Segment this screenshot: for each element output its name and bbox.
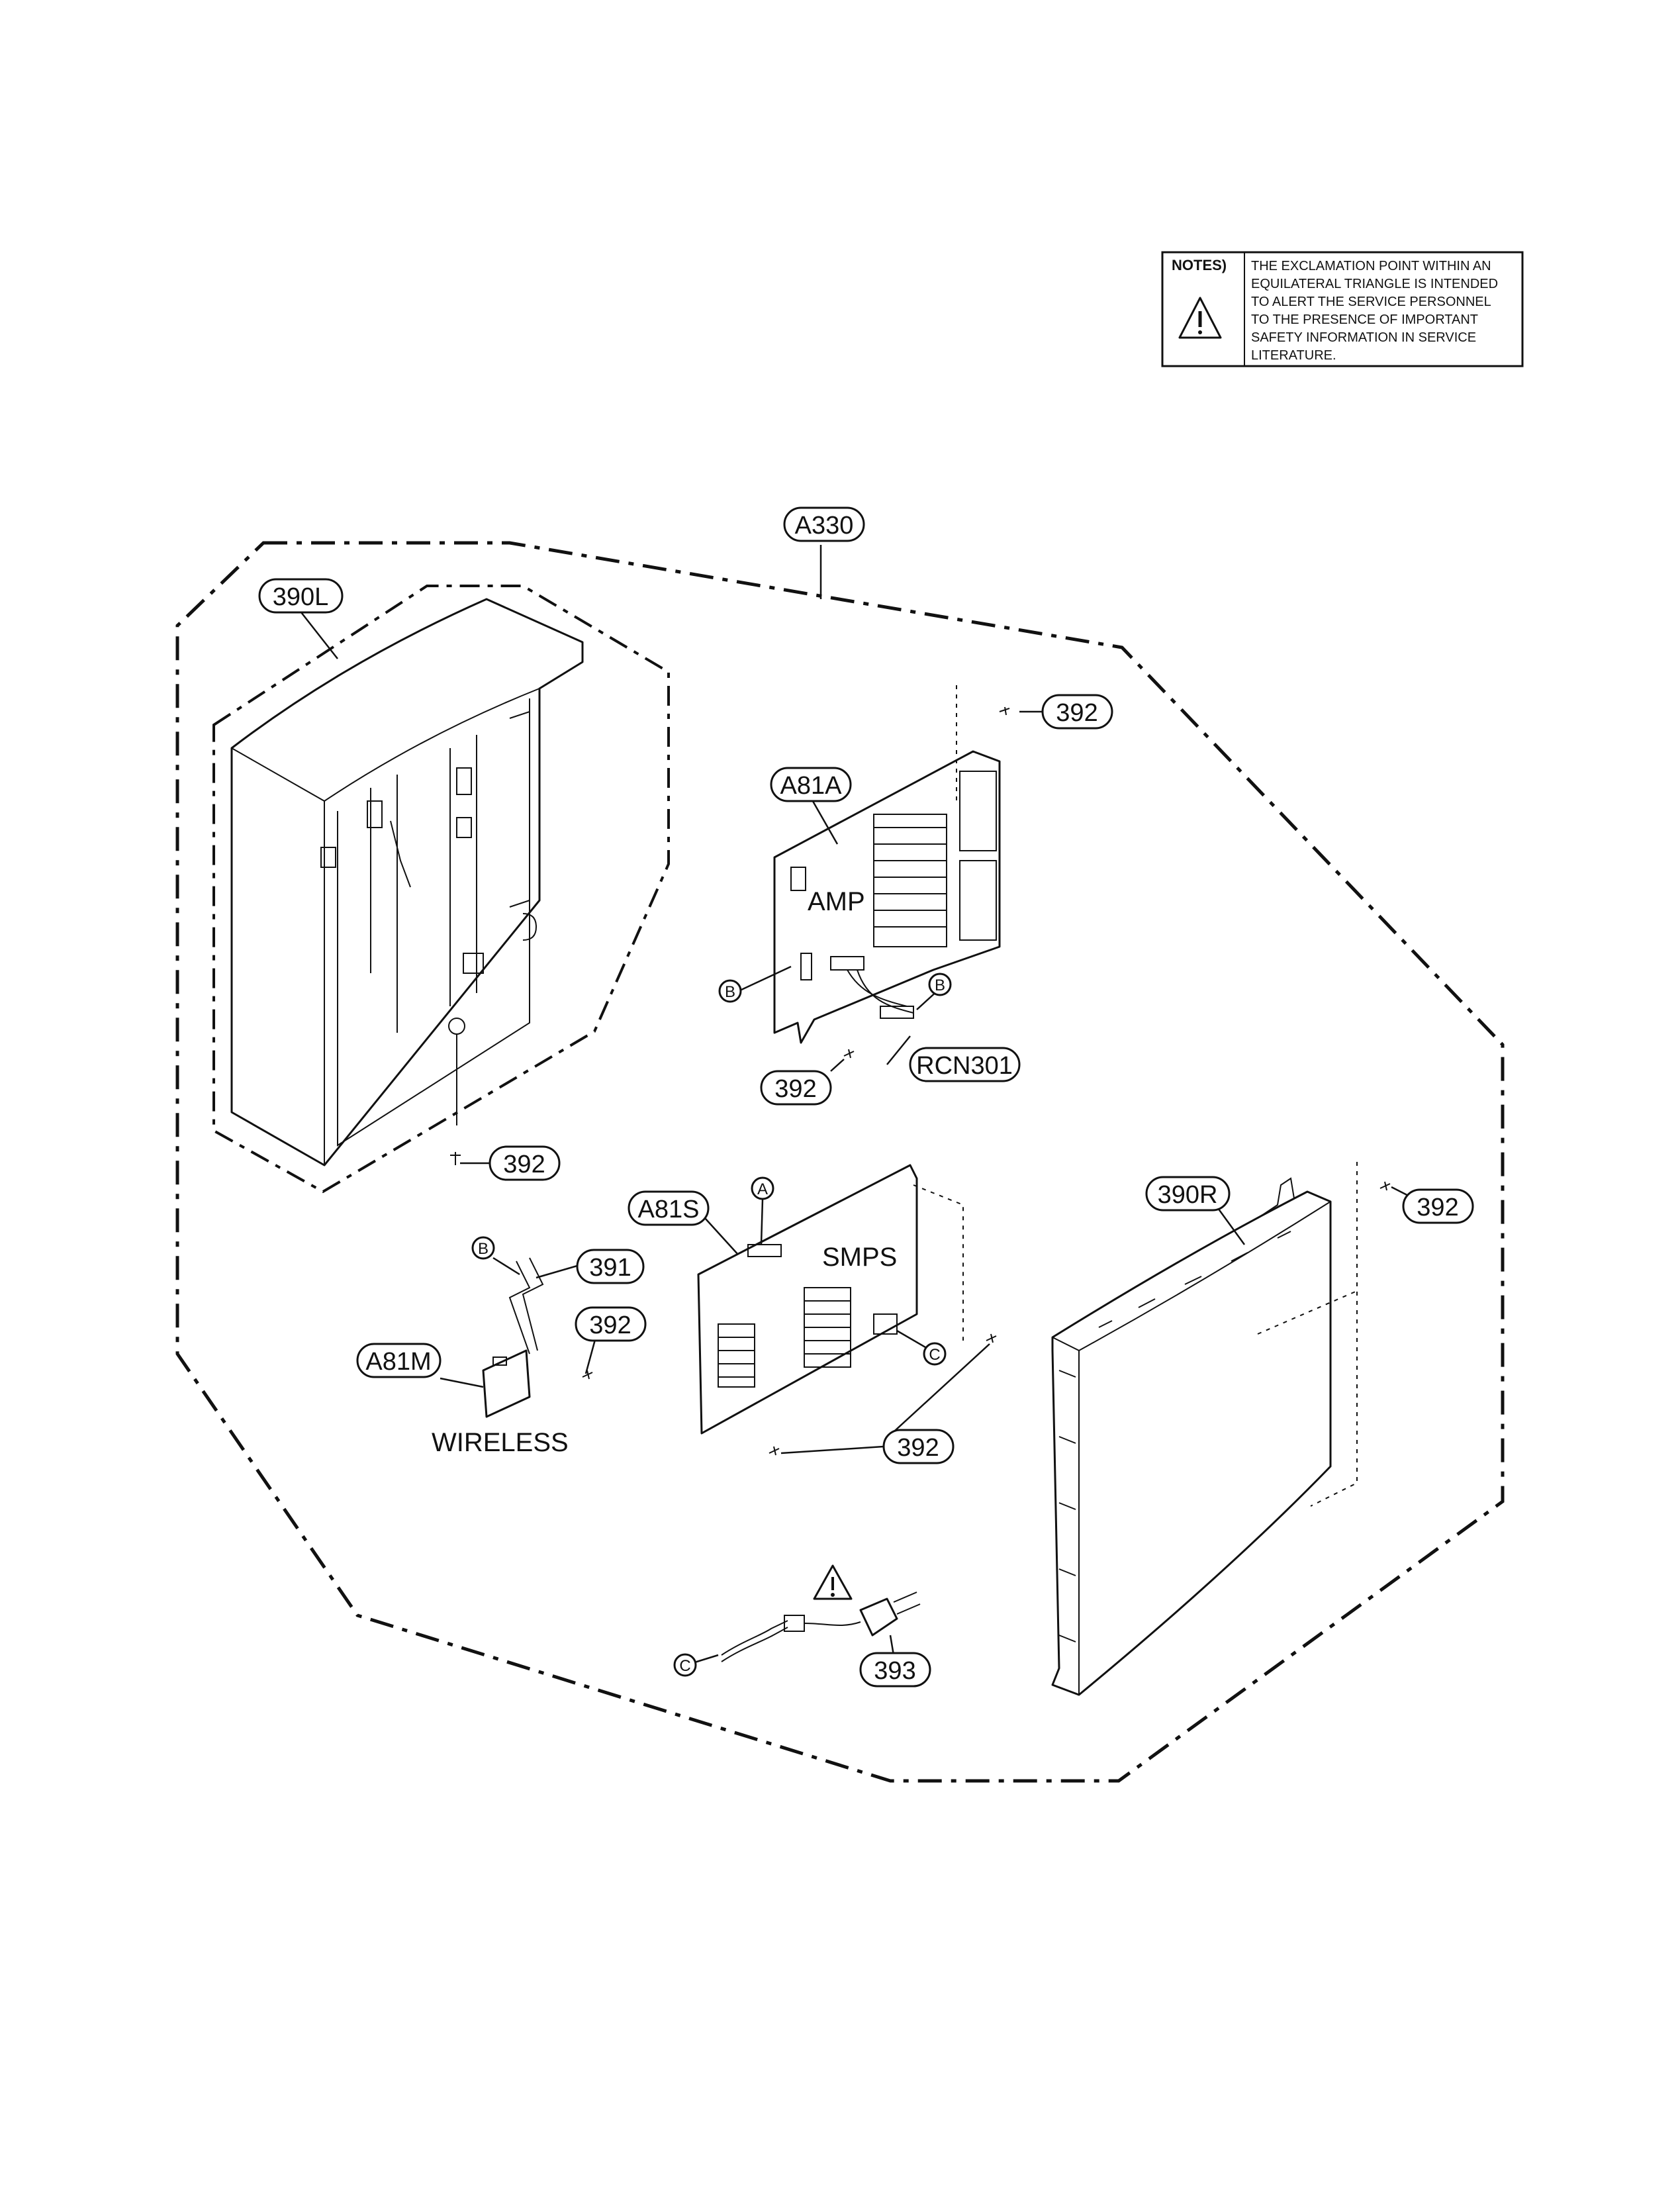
label-393: 393 — [859, 1652, 931, 1688]
svg-text:B: B — [725, 983, 735, 1001]
svg-text:A330: A330 — [795, 512, 854, 540]
amp-board: AMP — [773, 750, 1001, 1044]
smps-board: SMPS — [697, 1164, 918, 1435]
svg-text:392: 392 — [1056, 699, 1097, 727]
label-392-left: 392 — [489, 1145, 561, 1181]
svg-text:390R: 390R — [1158, 1181, 1218, 1209]
svg-text:A81M: A81M — [365, 1348, 431, 1376]
cabinet-left-boundary — [212, 585, 670, 1194]
cabinet-right — [1051, 1177, 1332, 1696]
power-cord — [721, 1564, 921, 1662]
svg-text:393: 393 — [874, 1657, 915, 1685]
alignment-lines — [913, 685, 1358, 1507]
notes-title: NOTES) — [1172, 257, 1227, 273]
svg-text:390L: 390L — [273, 583, 329, 611]
label-392-amp: 392 — [760, 1070, 832, 1106]
svg-text:C: C — [929, 1346, 940, 1364]
ref-c-smps: C — [923, 1342, 947, 1366]
screw-icon — [450, 706, 1391, 1456]
label-a330: A330 — [783, 506, 865, 542]
label-390l: 390L — [258, 578, 344, 614]
warning-triangle-icon — [813, 1564, 853, 1600]
amp-text: AMP — [808, 887, 865, 916]
svg-text:392: 392 — [589, 1311, 631, 1339]
notes-line-2: EQUILATERAL TRIANGLE IS INTENDED — [1251, 277, 1498, 291]
ref-c-cord: C — [673, 1653, 697, 1677]
svg-text:391: 391 — [589, 1254, 631, 1282]
wireless-module: WIRELESS — [432, 1257, 569, 1457]
warning-triangle-icon — [1178, 297, 1222, 339]
svg-text:C: C — [679, 1657, 690, 1675]
svg-text:392: 392 — [1417, 1194, 1458, 1221]
label-rcn301: RCN301 — [909, 1047, 1021, 1082]
label-392-top: 392 — [1041, 694, 1113, 730]
svg-text:B: B — [935, 976, 945, 994]
svg-text:A: A — [757, 1180, 768, 1198]
notes-line-4: TO THE PRESENCE OF IMPORTANT — [1251, 312, 1478, 327]
ref-b-amp-right: B — [928, 973, 952, 996]
label-a81s: A81S — [628, 1190, 710, 1226]
svg-text:392: 392 — [897, 1434, 939, 1462]
label-a81a: A81A — [770, 767, 852, 802]
label-390r: 390R — [1145, 1176, 1231, 1212]
cabinet-left — [230, 598, 584, 1166]
svg-text:A81S: A81S — [638, 1196, 700, 1223]
notes-line-6: LITERATURE. — [1251, 348, 1336, 363]
label-391: 391 — [576, 1249, 645, 1284]
ref-b-wireless: B — [471, 1236, 495, 1260]
svg-text:RCN301: RCN301 — [916, 1052, 1013, 1080]
assembly-boundary — [175, 541, 1505, 1783]
label-392-right: 392 — [1402, 1188, 1474, 1224]
svg-text:392: 392 — [503, 1151, 545, 1178]
svg-text:B: B — [478, 1240, 489, 1258]
notes-box: NOTES) THE EXCLAMATION POINT WITHIN AN E… — [1161, 251, 1524, 367]
svg-text:392: 392 — [774, 1075, 816, 1103]
ref-a-smps: A — [751, 1176, 774, 1200]
label-392-wireless: 392 — [575, 1306, 647, 1342]
smps-text: SMPS — [822, 1243, 897, 1272]
notes-line-1: THE EXCLAMATION POINT WITHIN AN — [1251, 259, 1491, 273]
notes-line-5: SAFETY INFORMATION IN SERVICE — [1251, 330, 1476, 345]
ref-b-amp-left: B — [718, 979, 742, 1003]
label-a81m: A81M — [356, 1343, 442, 1378]
notes-line-3: TO ALERT THE SERVICE PERSONNEL — [1251, 295, 1491, 309]
wireless-text: WIRELESS — [432, 1428, 569, 1457]
svg-text:A81A: A81A — [780, 772, 843, 800]
label-392-smps: 392 — [882, 1429, 955, 1464]
